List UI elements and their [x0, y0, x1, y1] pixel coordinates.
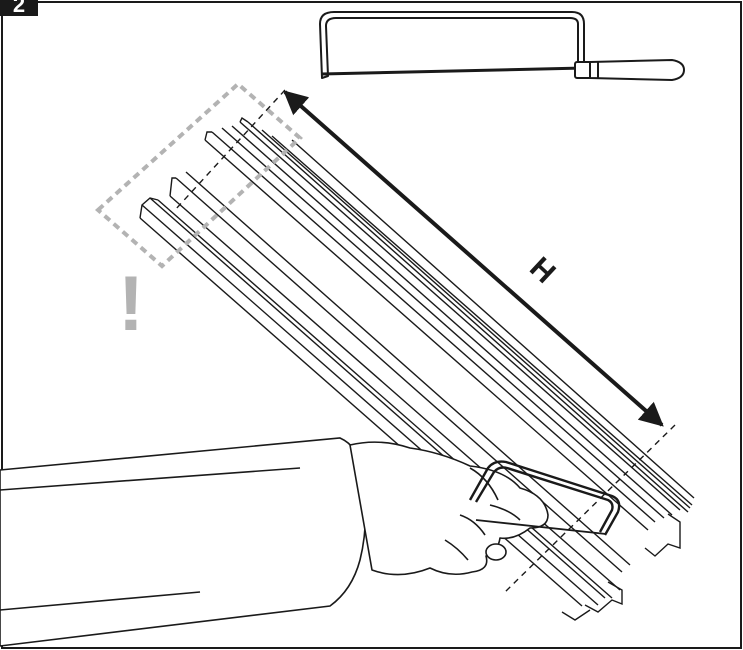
exclamation-icon: !: [118, 259, 144, 347]
cut-lines: [174, 89, 676, 593]
dimension-label: H: [523, 251, 561, 290]
hand-illustration: [349, 441, 549, 576]
warning-symbol: !: [118, 259, 144, 347]
dimension-arrow: H: [283, 90, 664, 427]
cut-area-highlight: [94, 81, 303, 269]
arm-illustration: [0, 437, 367, 647]
hacksaw-icon: [319, 11, 685, 81]
hacksaw-in-hand: [468, 460, 621, 536]
step-number-badge: 2: [0, 0, 38, 16]
